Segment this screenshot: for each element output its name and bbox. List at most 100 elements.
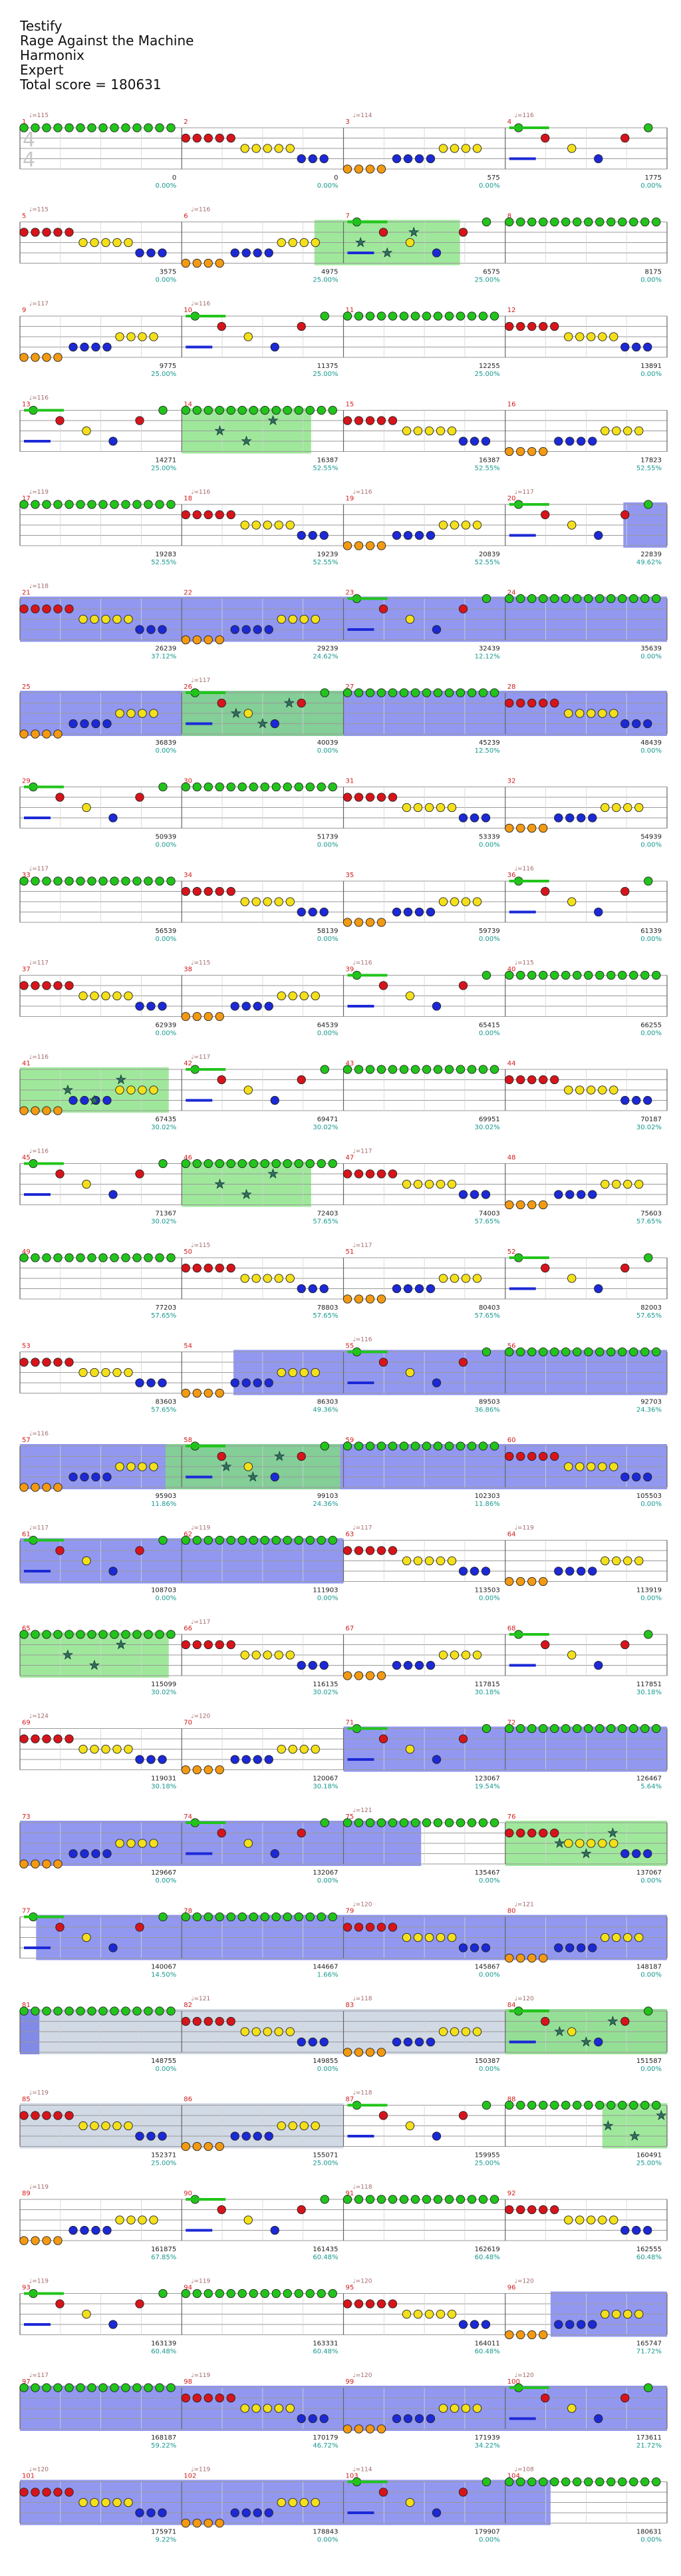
chord-note (539, 447, 548, 457)
measure-total-score: 50939 (155, 834, 176, 841)
star-note (581, 1848, 592, 1859)
chord-note (146, 2508, 156, 2517)
chord-note (564, 709, 573, 718)
chord-note (166, 1253, 176, 1262)
chord-note (623, 1556, 632, 1566)
chord-note (577, 437, 586, 446)
chord-note (414, 2037, 424, 2047)
measure-overdrive-percent: 12.12% (475, 653, 500, 661)
chord-note (294, 1159, 303, 1169)
measure-overdrive-percent: 0.00% (640, 1595, 662, 1602)
chord-note (299, 2121, 309, 2131)
chord-note (65, 2487, 74, 2497)
chord-note (365, 2195, 375, 2204)
tempo-marker: ♩=119 (29, 2184, 49, 2191)
chord-note (251, 1274, 261, 1283)
chord-note (240, 144, 249, 153)
measure-number: 85 (22, 2096, 31, 2104)
chord-note (426, 2037, 436, 2047)
measure-total-score: 120067 (313, 1775, 338, 1783)
chord-note (76, 500, 85, 509)
sustain-bar (509, 503, 549, 506)
chord-note (588, 1190, 597, 1199)
chord-note (192, 133, 202, 143)
chord-note (158, 2508, 167, 2517)
chord-note (505, 594, 514, 604)
chord-note (42, 2487, 51, 2497)
measure-overdrive-percent: 24.36% (636, 1407, 662, 1414)
chord-note (226, 1640, 235, 1650)
measure-overdrive-percent: 0.00% (640, 936, 662, 943)
tempo-marker: ♩=117 (353, 1525, 372, 1532)
chord-note (565, 2320, 575, 2329)
chord-note (204, 782, 213, 792)
chord-note (634, 426, 644, 436)
chord-note (354, 1065, 364, 1074)
star-note (283, 697, 295, 708)
chord-note (215, 2141, 224, 2151)
measure-number: 53 (22, 1343, 31, 1350)
chord-note (594, 154, 603, 164)
chord-note (78, 2497, 88, 2507)
chord-note (91, 719, 100, 729)
measure-overdrive-percent: 0.00% (479, 1877, 500, 1885)
measure-number: 17 (22, 495, 31, 502)
chord-note (410, 1818, 420, 1827)
measure-total-score: 144667 (313, 1964, 338, 1971)
chord-note (53, 1630, 63, 1639)
chord-note (424, 803, 434, 813)
chord-note (226, 405, 235, 415)
chord-note (311, 991, 320, 1001)
chord-note (595, 2100, 605, 2110)
chord-note (652, 594, 661, 604)
chord-note (237, 1159, 247, 1169)
chord-note (620, 133, 630, 143)
chord-note (342, 793, 352, 802)
chord-note (112, 614, 122, 624)
chord-note (413, 426, 423, 436)
chord-note (91, 342, 100, 352)
measure-number: 81 (22, 2002, 31, 2009)
chord-note (405, 2497, 415, 2507)
chord-note (317, 1535, 326, 1545)
measure-total-score: 8175 (645, 269, 662, 276)
chord-note (297, 1828, 306, 1838)
chord-note (489, 1065, 499, 1074)
chord-note (632, 2225, 641, 2235)
chord-note (121, 1253, 130, 1262)
chord-note (354, 416, 364, 425)
chord-note (447, 2309, 457, 2319)
sustain-bar (509, 126, 549, 129)
chord-note (101, 2121, 110, 2131)
chord-note (376, 1294, 386, 1304)
chord-note (146, 2131, 156, 2141)
chord-note (155, 123, 164, 132)
sustain-bar (24, 817, 51, 819)
chord-note (110, 1253, 119, 1262)
sustain-bar (347, 2135, 374, 2137)
chord-note (481, 813, 491, 823)
sustain-bar (24, 785, 64, 789)
chord-note (294, 2289, 303, 2299)
time-signature-bottom: 4 (23, 148, 35, 172)
chord-note (444, 1065, 454, 1074)
chord-note (277, 2497, 286, 2507)
chord-note (181, 133, 190, 143)
chord-note (98, 500, 108, 509)
chord-note (260, 405, 269, 415)
chord-note (204, 2289, 213, 2299)
measure-total-score: 163331 (313, 2340, 338, 2348)
measure-total-score: 105503 (636, 1493, 662, 1500)
measure-total-score: 135467 (475, 1869, 500, 1877)
measure-total-score: 13891 (640, 363, 662, 370)
chord-note (215, 133, 224, 143)
chord-note (135, 1169, 144, 1179)
chord-note (144, 2383, 153, 2392)
chord-note (19, 981, 29, 990)
chord-note (31, 1483, 40, 1492)
chord-note (584, 2100, 593, 2110)
measure-number: 102 (184, 2473, 196, 2480)
chord-note (215, 1012, 224, 1021)
tempo-marker: ♩=119 (191, 2467, 210, 2474)
measure-total-score: 175971 (151, 2529, 176, 2536)
